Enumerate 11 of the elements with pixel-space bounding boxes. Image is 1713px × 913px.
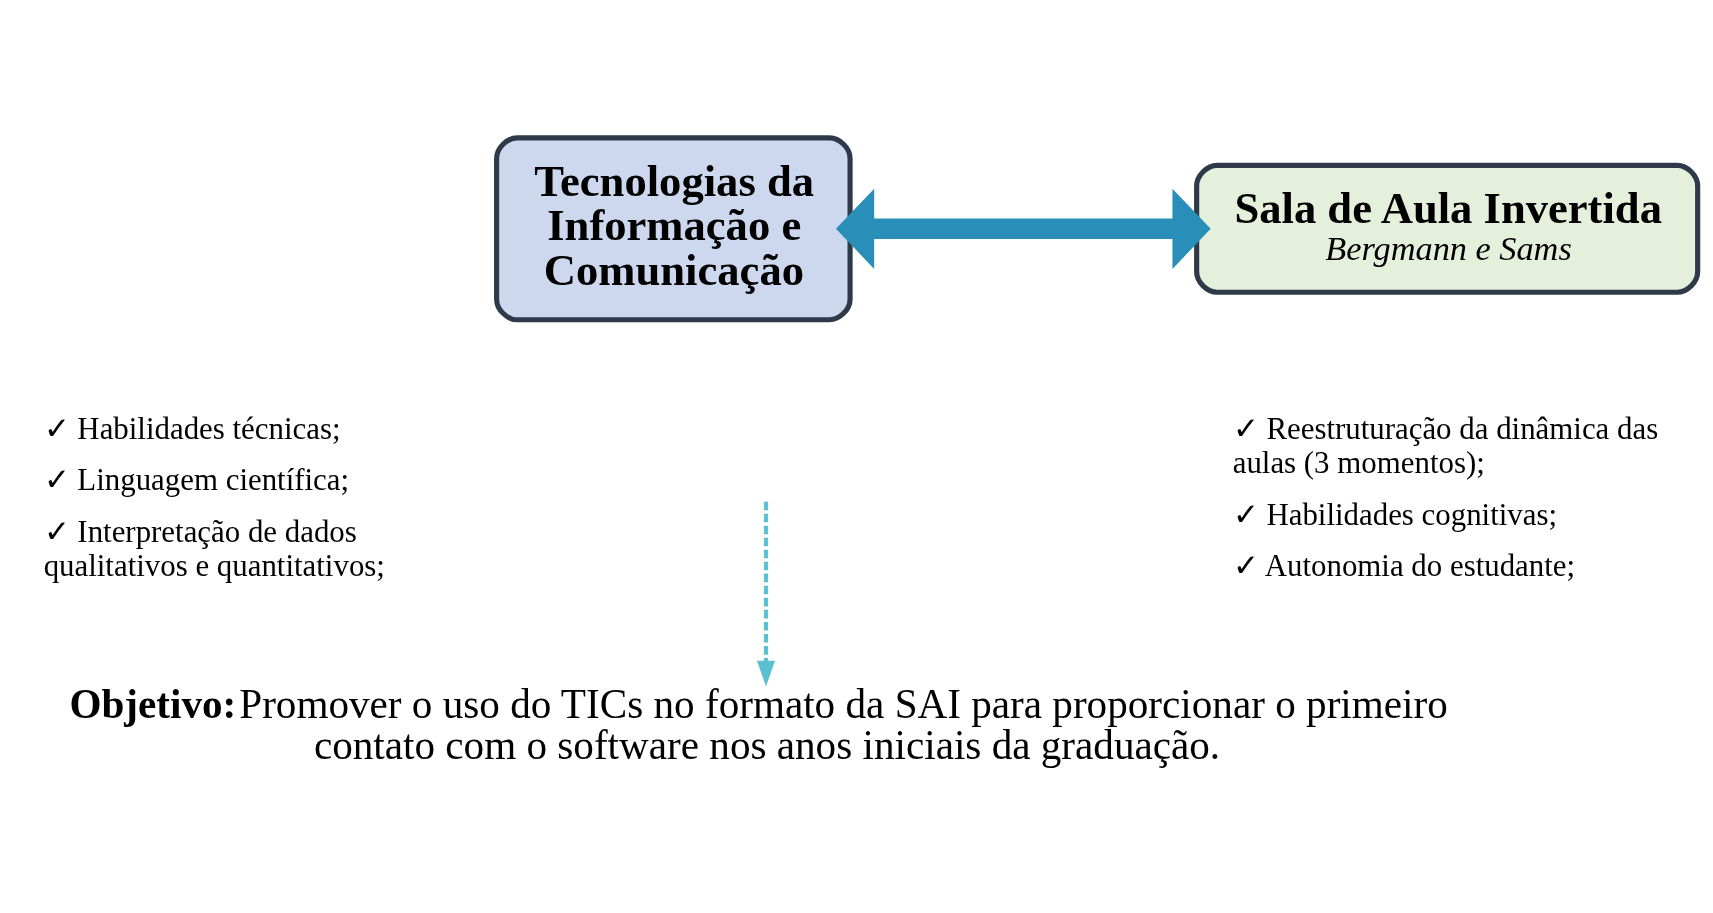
- node-box: Sala de Aula Invertida Bergmann e Sams: [1194, 162, 1701, 295]
- arrow: [756, 501, 776, 686]
- node-label: ✓ Linguagem científica;: [43, 461, 350, 497]
- node-text: Objetivo:Promover o uso do TICs no formato da SAI para proporcionar o primeiro contato com o software nos anos iniciais da graduação.: [69, 680, 1448, 768]
- node-box: Tecnologias da Informação e Comunicação: [494, 134, 853, 322]
- arrow: [835, 188, 1211, 269]
- node-label: ✓ Interpretação de dados qualitativos e quantitativos;: [43, 513, 385, 583]
- node-label: ✓ Reestruturação da dinâmica das aulas (3 momentos);: [1232, 410, 1659, 480]
- node-label: ✓ Habilidades cognitivas;: [1232, 496, 1558, 532]
- node-label: ✓ Habilidades técnicas;: [43, 410, 341, 446]
- node-label: ✓ Autonomia do estudante;: [1232, 547, 1576, 583]
